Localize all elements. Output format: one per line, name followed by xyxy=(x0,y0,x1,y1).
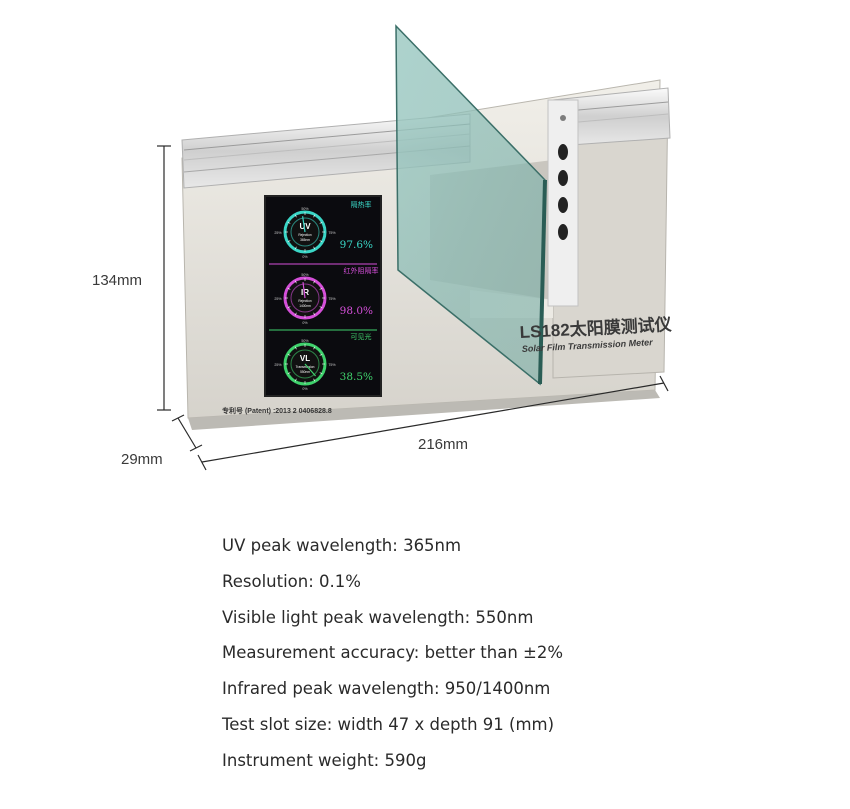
product-illustration: LS182太阳膜测试仪 Solar Film Transmission Mete… xyxy=(157,24,673,471)
spec-uv-wavelength: UV peak wavelength: 365nm xyxy=(222,536,462,555)
gauge-tick xyxy=(319,240,323,243)
column-hole xyxy=(558,197,568,213)
glass-sample xyxy=(395,24,547,386)
gauge-header: 隔热率 xyxy=(351,200,372,209)
gauge-tick xyxy=(313,214,316,218)
gauge-tick xyxy=(313,246,316,250)
gauge-scale-label: 50% xyxy=(301,273,309,277)
gauge-tick xyxy=(294,378,297,382)
gauge-needle xyxy=(302,282,306,299)
gauge-inner-ring xyxy=(290,349,320,379)
column-hole xyxy=(558,170,568,186)
gauge-inner-ring xyxy=(290,217,320,247)
gauge-symbol: UV xyxy=(299,222,311,231)
gauge-tick xyxy=(294,214,297,218)
gauge-scale-label: 0% xyxy=(302,321,308,325)
gauge-sublabel: 365nm xyxy=(300,238,310,242)
gauge-scale-label: 75% xyxy=(328,231,336,235)
gauge-scale-label: 50% xyxy=(301,339,309,343)
gauge-scale-label: 25% xyxy=(274,297,282,301)
gauge-tick xyxy=(287,221,291,224)
gauge-tick xyxy=(313,280,316,284)
height-dimension: 134mm xyxy=(92,272,143,289)
gauge-header: 红外阻隔率 xyxy=(344,266,379,275)
gauge-tick xyxy=(319,287,323,290)
gauge-tick xyxy=(294,280,297,284)
gauge-tick xyxy=(294,346,297,350)
gauge-needle xyxy=(304,363,317,377)
column-hole xyxy=(558,144,568,160)
gauge-tick xyxy=(319,353,323,356)
gauge-sublabel: 550nm xyxy=(300,370,310,374)
width-dimension: 216mm xyxy=(418,436,469,453)
gauge-inner-ring xyxy=(290,283,320,313)
spec-list: UV peak wavelength: 365nm Resolution: 0.… xyxy=(222,530,563,781)
gauge-symbol: VL xyxy=(300,354,310,363)
depth-dimension: 29mm xyxy=(121,451,163,468)
gauge-header: 可见光 xyxy=(351,332,372,341)
gauge-tick xyxy=(287,287,291,290)
gauge-scale-label: 0% xyxy=(302,255,308,259)
gauge-tick xyxy=(313,378,316,382)
gauge-scale-label: 25% xyxy=(274,231,282,235)
gauge-tick xyxy=(287,372,291,375)
gauge-reading: 38.5% xyxy=(340,371,373,383)
gauge-sublabel: Rejection xyxy=(298,233,312,237)
gauge-tick xyxy=(294,312,297,316)
gauge-tick xyxy=(287,240,291,243)
gauge-tick xyxy=(294,246,297,250)
dimension-lines xyxy=(157,145,669,471)
spec-accuracy: Measurement accuracy: better than ±2% xyxy=(222,643,564,663)
gauge-tick xyxy=(287,306,291,309)
gauge-tick xyxy=(319,306,323,309)
gauge-tick xyxy=(313,312,316,316)
spec-resolution: Resolution: 0.1% xyxy=(222,571,361,591)
gauge-scale-label: 0% xyxy=(302,387,308,391)
spec-slot-size: Test slot size: width 47 x depth 91 (mm) xyxy=(222,714,555,734)
gauge-needle xyxy=(302,216,306,233)
gauge-scale-label: 75% xyxy=(328,363,336,367)
gauge-symbol: IR xyxy=(301,288,309,297)
spec-weight: Instrument weight: 590g xyxy=(222,750,427,770)
gauge-tick xyxy=(287,353,291,356)
gauge-tick xyxy=(319,372,323,375)
gauge-tick xyxy=(319,221,323,224)
gauge-reading: 97.6% xyxy=(340,239,373,251)
spec-visible-wavelength: Visible light peak wavelength: 550nm xyxy=(222,607,534,627)
display-screen: 隔热率UVRejection365nm50%25%75%0%97.6%红外阻隔率… xyxy=(264,195,382,397)
gauge-sublabel: 1400nm xyxy=(299,304,311,308)
gauge-scale-label: 50% xyxy=(301,207,309,211)
gauge-scale-label: 75% xyxy=(328,297,336,301)
spec-ir-wavelength: Infrared peak wavelength: 950/1400nm xyxy=(222,679,551,699)
gauge-sublabel: Rejection xyxy=(298,299,312,303)
gauge-tick xyxy=(313,346,316,350)
column-hole xyxy=(558,224,568,240)
gauge-sublabel: Transmission xyxy=(296,365,315,369)
gauge-scale-label: 25% xyxy=(274,363,282,367)
gauge-reading: 98.0% xyxy=(340,305,373,317)
patent-label: 专利号 (Patent) :2013 2 0406828.8 xyxy=(222,406,332,415)
